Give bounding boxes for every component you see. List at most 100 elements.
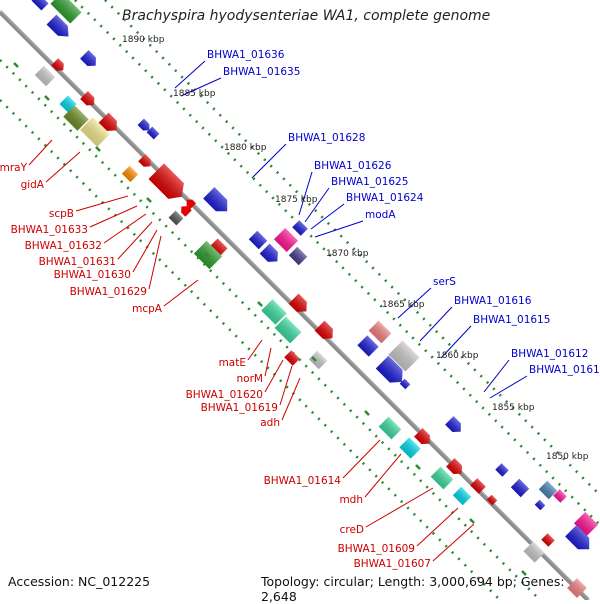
reverse-gene-labels: mraYgidAscpBBHWA1_01633BHWA1_01632BHWA1_… bbox=[0, 162, 431, 570]
leader-line bbox=[314, 220, 364, 238]
map-title: Brachyspira hyodysenteriae WA1, complete… bbox=[122, 8, 491, 24]
leader-line bbox=[397, 287, 432, 319]
gene-aqua-1 bbox=[261, 299, 287, 325]
gene-cyan-3 bbox=[452, 486, 472, 506]
leader-line bbox=[132, 229, 158, 273]
leader-line bbox=[75, 195, 129, 212]
leader-line bbox=[310, 203, 345, 230]
reverse-gene-label: BHWA1_01629 bbox=[70, 286, 147, 298]
gene-red-15 bbox=[541, 533, 555, 547]
forward-gene-label: BHWA1_01628 bbox=[288, 132, 365, 144]
gene-red-11 bbox=[414, 428, 430, 444]
tick-labels: 1890 kbp 1885 kbp 1880 kbp 1875 kbp 1870 kbp… bbox=[122, 35, 589, 462]
gene-blue-5 bbox=[248, 230, 268, 250]
leader-line bbox=[163, 279, 199, 307]
tick-label: 1865 kbp bbox=[382, 300, 425, 310]
leader-line bbox=[298, 171, 313, 216]
gene-grey-1 bbox=[34, 65, 56, 87]
leader-line bbox=[364, 453, 402, 498]
leader-line bbox=[419, 306, 453, 342]
reverse-gene-label: BHWA1_01633 bbox=[11, 224, 88, 236]
gene-blue-01636 bbox=[80, 50, 96, 66]
label-leaders bbox=[28, 60, 528, 562]
leader-line bbox=[247, 339, 263, 361]
reverse-gene-label: gidA bbox=[21, 179, 45, 191]
gene-blue-13 bbox=[510, 478, 530, 498]
reverse-gene-label: BHWA1_01632 bbox=[25, 240, 102, 252]
gene-aqua-3 bbox=[378, 416, 402, 440]
gene-olive-1 bbox=[63, 105, 89, 131]
leader-line bbox=[174, 60, 206, 89]
gene-purple-1 bbox=[288, 246, 308, 266]
gene-red-1 bbox=[51, 58, 64, 71]
leader-line bbox=[45, 151, 81, 183]
forward-gene-label: BHWA1_01636 bbox=[207, 49, 285, 61]
gene-red-6 bbox=[181, 206, 192, 217]
leader-line bbox=[117, 221, 153, 260]
gene-blue-10 bbox=[399, 378, 411, 390]
gene-green-top bbox=[50, 0, 82, 24]
reverse-gene-label: adh bbox=[260, 417, 280, 429]
gene-red-4 bbox=[138, 154, 151, 167]
forward-gene-label: BHWA1_01612 bbox=[511, 348, 588, 360]
leader-line bbox=[281, 377, 301, 421]
forward-gene-label: BHWA1_01625 bbox=[331, 176, 408, 188]
gene-grey-2 bbox=[308, 350, 328, 370]
ruler-lines bbox=[104, 0, 600, 496]
gene-orange-1 bbox=[121, 165, 139, 183]
forward-gene-labels: BHWA1_01636BHWA1_01635BHWA1_01628BHWA1_0… bbox=[207, 49, 600, 376]
forward-gene-label: BHWA1_01635 bbox=[223, 66, 300, 78]
leader-line bbox=[416, 507, 459, 547]
gene-blue-corner bbox=[31, 0, 49, 11]
gene-blue-15 bbox=[565, 525, 590, 550]
gene-blue-4 bbox=[203, 187, 228, 212]
leader-line bbox=[432, 523, 475, 562]
leader-line bbox=[365, 487, 434, 528]
forward-gene-label: modA bbox=[365, 209, 396, 221]
gene-cyan-2 bbox=[399, 437, 421, 459]
tick-label: 1885 kbp bbox=[173, 89, 216, 99]
gene-red-12 bbox=[446, 458, 462, 474]
tick-label: 1880 kbp bbox=[224, 143, 267, 153]
gene-pink-1 bbox=[273, 227, 299, 253]
reverse-gene-label: BHWA1_01630 bbox=[54, 269, 131, 281]
tick-label: 1860 kbp bbox=[436, 351, 479, 361]
reverse-gene-label: BHWA1_01609 bbox=[338, 543, 415, 555]
forward-gene-label: BHWA1_01624 bbox=[346, 192, 424, 204]
tick-label: 1870 kbp bbox=[326, 249, 369, 259]
gene-blue-14 bbox=[534, 499, 546, 511]
reverse-gene-label: BHWA1_01619 bbox=[201, 402, 278, 414]
gene-aqua-2 bbox=[274, 316, 302, 344]
reverse-gene-label: mraY bbox=[0, 162, 28, 174]
tick-label: 1890 kbp bbox=[122, 35, 165, 45]
tick-label: 1875 kbp bbox=[275, 195, 318, 205]
tick-label: 1855 kbp bbox=[492, 403, 535, 413]
reverse-gene-label: BHWA1_01620 bbox=[186, 389, 263, 401]
gene-red-10 bbox=[284, 350, 300, 366]
gene-aqua-4 bbox=[430, 466, 454, 490]
gene-salmon-1 bbox=[368, 320, 392, 344]
gene-grey-4 bbox=[523, 541, 545, 563]
gene-pink-3 bbox=[573, 511, 599, 537]
leader-line bbox=[264, 347, 272, 377]
leader-line bbox=[28, 139, 53, 166]
reverse-gene-label: matE bbox=[219, 357, 246, 369]
forward-gene-label: BHWA1_01611 bbox=[529, 364, 600, 376]
gene-blue-3 bbox=[146, 126, 160, 140]
gene-blue-2 bbox=[137, 118, 150, 131]
reverse-gene-label: norM bbox=[237, 373, 263, 385]
gene-red-big bbox=[148, 163, 184, 199]
forward-gene-label: BHWA1_01615 bbox=[473, 314, 550, 326]
leader-line bbox=[483, 359, 510, 393]
gene-blue-7 bbox=[292, 220, 308, 236]
gene-red-8 bbox=[288, 293, 307, 312]
reverse-gene-label: creD bbox=[340, 524, 364, 536]
reverse-gene-label: mcpA bbox=[132, 303, 163, 315]
forward-gene-label: serS bbox=[433, 276, 456, 288]
gene-red-3 bbox=[98, 112, 117, 131]
leader-line bbox=[148, 235, 162, 290]
accession-text: Accession: NC_012225 bbox=[8, 574, 151, 589]
leader-line bbox=[89, 205, 138, 228]
